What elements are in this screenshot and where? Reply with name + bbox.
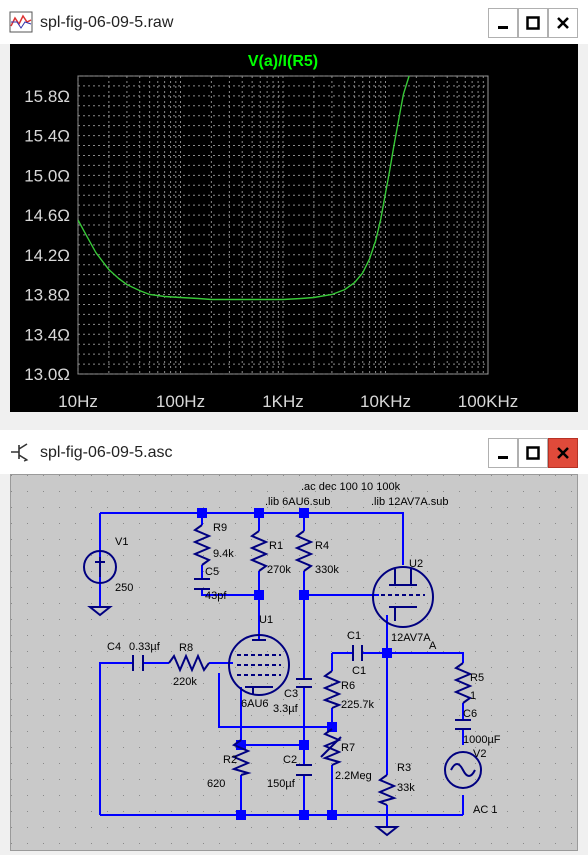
- c5-ref: C5: [205, 566, 219, 578]
- components: [83, 524, 482, 837]
- x-tick-label: 10KHz: [360, 392, 411, 411]
- c2-value: 150µf: [267, 778, 296, 790]
- c1-ref: C1: [347, 630, 361, 642]
- v1-value: 250: [115, 582, 133, 594]
- u2-ref: U2: [409, 558, 423, 570]
- close-button[interactable]: [548, 8, 578, 38]
- c1-label: C1: [352, 665, 366, 677]
- y-tick-label: 13.0Ω: [24, 365, 70, 384]
- v2-value: AC 1: [473, 804, 497, 816]
- waveform-titlebar[interactable]: spl-fig-06-09-5.raw: [0, 0, 588, 44]
- r4-ref: R4: [315, 540, 329, 552]
- plot-pane[interactable]: 13.0Ω 13.4Ω 13.8Ω 14.2Ω 14.6Ω 15.0Ω 15.4Ω 15.8Ω…: [10, 44, 578, 412]
- maximize-button[interactable]: [518, 8, 548, 38]
- c2-ref: C2: [283, 754, 297, 766]
- r7-ref: R7: [341, 742, 355, 754]
- close-icon: [557, 447, 569, 459]
- c4-ref: C4: [107, 641, 121, 653]
- r9-ref: R9: [213, 522, 227, 534]
- circuit-schematic: .ac dec 100 10 100k .lib 6AU6.sub .lib 1…: [11, 475, 577, 850]
- net-label-a: A: [429, 640, 437, 652]
- y-tick-label: 15.4Ω: [24, 127, 70, 146]
- u2-value: 12AV7A: [391, 632, 431, 644]
- r1-value: 270k: [267, 564, 291, 576]
- schematic-canvas[interactable]: .ac dec 100 10 100k .lib 6AU6.sub .lib 1…: [10, 474, 578, 851]
- maximize-icon: [526, 16, 540, 30]
- c5-value: 43pf: [205, 590, 227, 602]
- waveform-window: spl-fig-06-09-5.raw 13.0Ω 13.4Ω 13.8Ω 14.2Ω…: [0, 0, 588, 412]
- y-tick-label: 14.6Ω: [24, 206, 70, 225]
- y-tick-label: 13.8Ω: [24, 286, 70, 305]
- r3-value: 33k: [397, 782, 415, 794]
- u1-value: 6AU6: [241, 698, 269, 710]
- r6-value: 225.7k: [341, 699, 375, 711]
- r1-ref: R1: [269, 540, 283, 552]
- x-tick-label: 100KHz: [458, 392, 518, 411]
- y-tick-label: 13.4Ω: [24, 325, 70, 344]
- r8-ref: R8: [179, 642, 193, 654]
- schematic-window-title: spl-fig-06-09-5.asc: [40, 444, 173, 461]
- lib-12av7a-directive: .lib 12AV7A.sub: [371, 496, 448, 508]
- y-tick-label: 14.2Ω: [24, 246, 70, 265]
- minimize-icon: [498, 26, 508, 29]
- c3-value: 3.3µf: [273, 703, 299, 715]
- x-tick-label: 10Hz: [58, 392, 98, 411]
- impedance-trace: [78, 76, 410, 301]
- minimize-button[interactable]: [488, 438, 518, 468]
- c6-value: 1000µF: [463, 734, 501, 746]
- x-tick-label: 1KHz: [262, 392, 304, 411]
- window-gap: [0, 412, 588, 430]
- minimize-icon: [498, 456, 508, 459]
- maximize-button[interactable]: [518, 438, 548, 468]
- r8-value: 220k: [173, 676, 197, 688]
- schematic-titlebar[interactable]: spl-fig-06-09-5.asc: [0, 430, 588, 474]
- r2-value: 620: [207, 778, 225, 790]
- lib-6au6-directive: .lib 6AU6.sub: [265, 496, 330, 508]
- y-tick-label: 15.0Ω: [24, 166, 70, 185]
- close-icon: [557, 17, 569, 29]
- junction-dots: [197, 508, 392, 820]
- r7-value: 2.2Meg: [335, 770, 372, 782]
- minimize-button[interactable]: [488, 8, 518, 38]
- r9-value: 9.4k: [213, 548, 234, 560]
- close-button[interactable]: [548, 438, 578, 468]
- maximize-icon: [526, 446, 540, 460]
- r3-ref: R3: [397, 762, 411, 774]
- chart-title: V(a)/I(R5): [248, 53, 318, 70]
- schematic-icon: [9, 440, 33, 464]
- waveform-icon: [9, 10, 33, 34]
- r4-value: 330k: [315, 564, 339, 576]
- r2-ref: R2: [223, 754, 237, 766]
- v1-ref: V1: [115, 536, 128, 548]
- schematic-labels: .ac dec 100 10 100k .lib 6AU6.sub .lib 1…: [107, 481, 501, 816]
- waveform-window-title: spl-fig-06-09-5.raw: [40, 14, 174, 31]
- ac-directive: .ac dec 100 10 100k: [301, 481, 401, 493]
- y-tick-label: 15.8Ω: [24, 87, 70, 106]
- c4-value: 0.33µf: [129, 641, 161, 653]
- r6-ref: R6: [341, 680, 355, 692]
- c6-ref: C6: [463, 708, 477, 720]
- c3-ref: C3: [284, 688, 298, 700]
- u1-ref: U1: [259, 614, 273, 626]
- x-tick-label: 100Hz: [156, 392, 205, 411]
- v2-ref: V2: [473, 748, 486, 760]
- r5-value: 1: [470, 690, 476, 702]
- r5-ref: R5: [470, 672, 484, 684]
- schematic-window: spl-fig-06-09-5.asc: [0, 430, 588, 851]
- impedance-chart: 13.0Ω 13.4Ω 13.8Ω 14.2Ω 14.6Ω 15.0Ω 15.4Ω 15.8Ω…: [24, 53, 518, 411]
